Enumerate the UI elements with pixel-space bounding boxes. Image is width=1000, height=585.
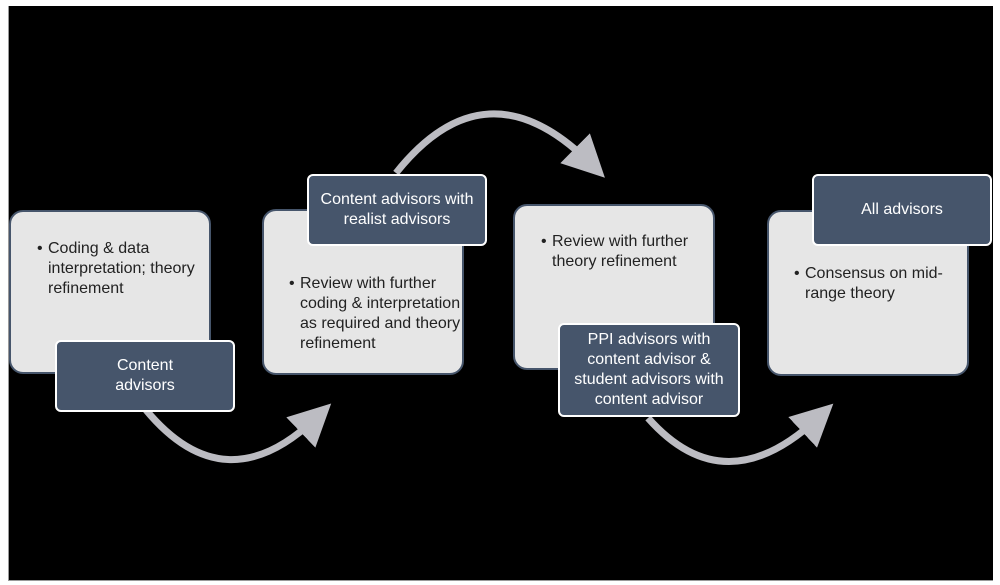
step-3-text: Review with further theory refinement [552, 233, 689, 270]
step-3-text-block: • Review with further theory refinement [541, 232, 692, 272]
step-4-text-block: • Consensus on mid-range theory [794, 264, 960, 304]
bullet-icon: • [37, 240, 43, 257]
step-1-text-block: • Coding & data interpretation; theory r… [37, 239, 198, 299]
bullet-icon: • [541, 233, 547, 250]
step-4-text: Consensus on mid-range theory [805, 265, 943, 302]
step-2-text-block: • Review with further coding & interpret… [289, 274, 465, 354]
bullet-icon: • [289, 275, 295, 292]
step-2-advisor-tag: Content advisors with realist advisors [307, 174, 487, 246]
step-3-advisor-tag: PPI advisors with content advisor & stud… [558, 323, 740, 417]
bullet-icon: • [794, 265, 800, 282]
step-4-advisor-tag: All advisors [812, 174, 992, 246]
step-1-advisor-tag: Content advisors [55, 340, 235, 412]
step-1-text: Coding & data interpretation; theory ref… [48, 240, 195, 297]
step-2-text: Review with further coding & interpretat… [300, 275, 461, 352]
